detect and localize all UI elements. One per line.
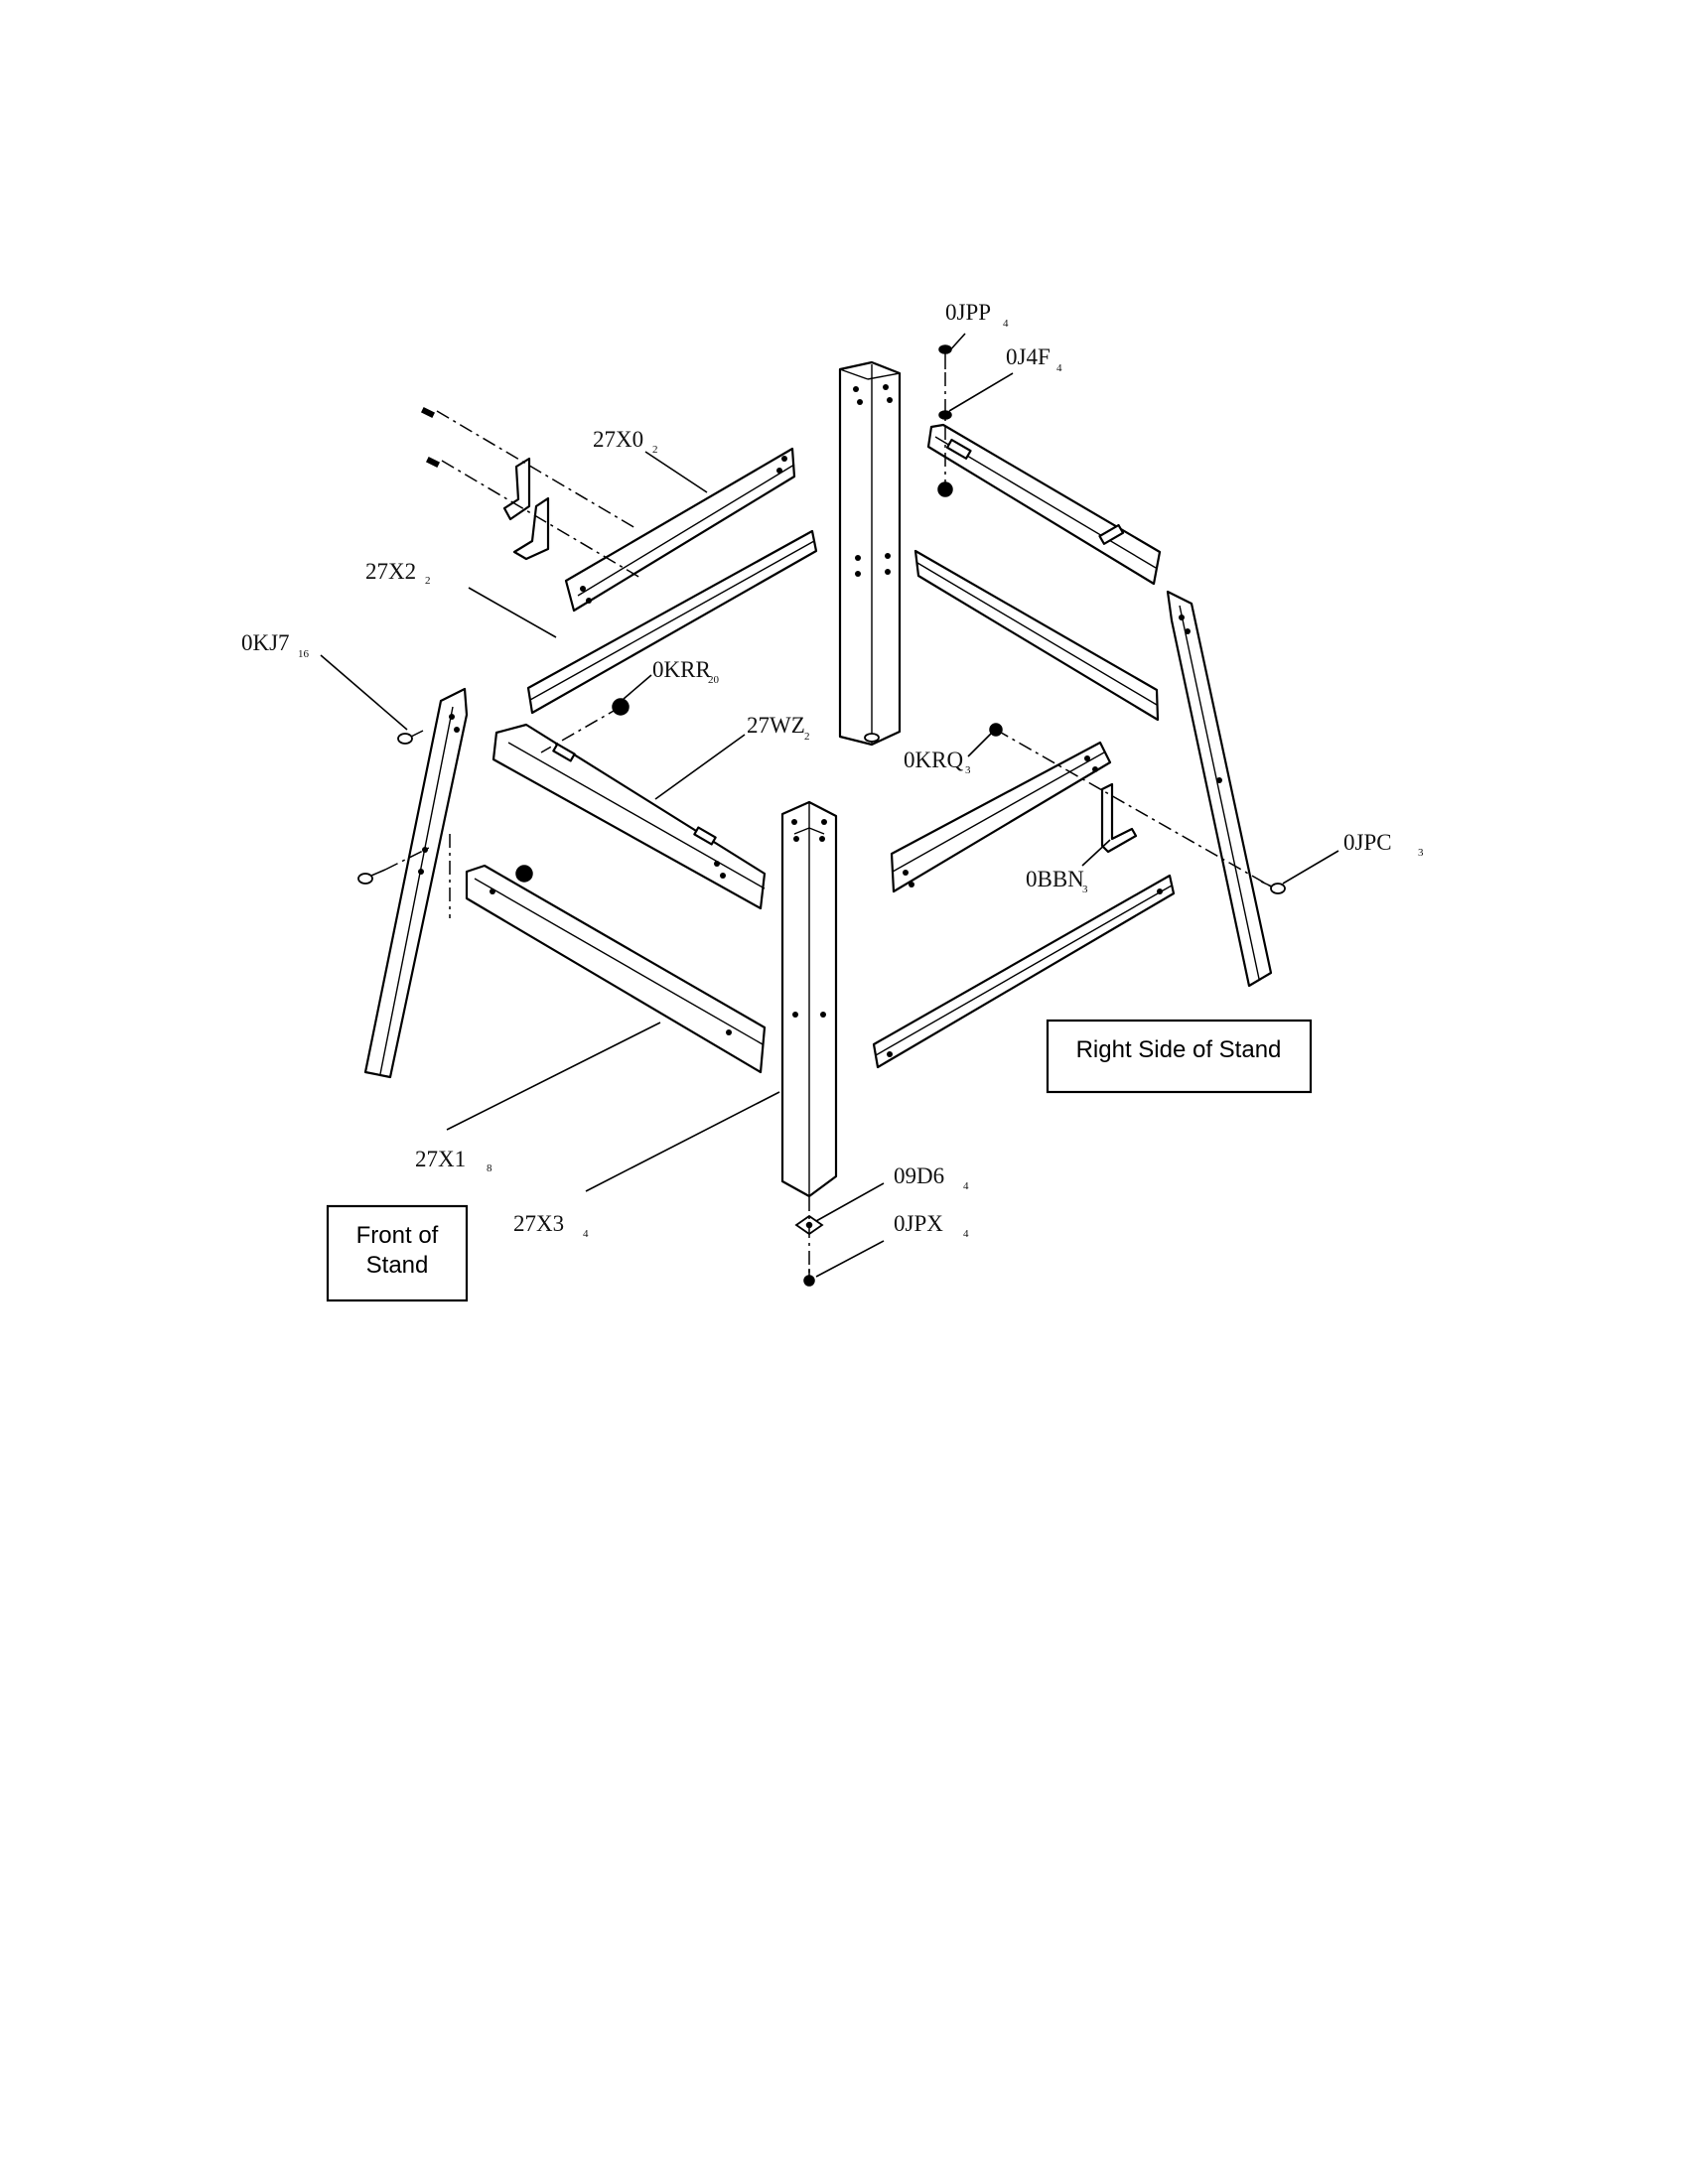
part-label-0JPP: 0JPP 4 [945,300,1009,330]
svg-text:0JPC: 0JPC [1343,830,1392,855]
rail-27WZ [491,723,767,910]
svg-text:0KRQ: 0KRQ [904,748,963,772]
rail-27X0 [564,447,796,613]
part-label-09D6: 09D6 4 [894,1163,969,1192]
svg-text:27X0: 27X0 [593,427,643,452]
svg-text:27X3: 27X3 [513,1211,564,1236]
svg-text:3: 3 [1082,884,1088,895]
svg-text:2: 2 [652,444,658,456]
rail-27X1-front [465,864,767,1074]
rear-center-leg [838,360,902,747]
svg-text:0KJ7: 0KJ7 [241,630,290,655]
svg-text:3: 3 [965,764,971,776]
part-label-27X0: 27X0 2 [593,427,658,456]
svg-text:16: 16 [298,648,310,660]
svg-text:0BBN: 0BBN [1026,867,1084,891]
svg-text:4: 4 [583,1228,589,1240]
part-label-27X1: 27X1 8 [415,1147,492,1174]
svg-text:0JPP: 0JPP [945,300,991,325]
rail-right-top [926,423,1162,586]
svg-text:4: 4 [963,1228,969,1240]
part-label-27X3: 27X3 4 [513,1211,589,1240]
svg-text:27WZ: 27WZ [747,713,805,738]
part-label-27X2: 27X2 2 [365,559,431,587]
svg-text:20: 20 [708,674,720,686]
right-side-of-stand-box: Right Side of Stand [1046,1019,1313,1094]
part-label-0JPC: 0JPC 3 [1343,830,1424,859]
svg-text:0KRR: 0KRR [652,657,711,682]
leader-lines [320,333,1339,1278]
rail-right-upper-side [890,741,1112,893]
svg-text:2: 2 [425,575,431,587]
part-label-0KRQ: 0KRQ 3 [904,748,971,776]
rail-right-lower-side [872,874,1176,1069]
svg-text:0JPX: 0JPX [894,1211,943,1236]
part-label-27WZ: 27WZ 2 [747,713,810,743]
svg-text:0J4F: 0J4F [1006,344,1051,369]
left-leg [363,687,469,1079]
svg-text:8: 8 [487,1162,492,1174]
svg-text:27X2: 27X2 [365,559,416,584]
assembly-centerlines [384,372,1272,1281]
svg-text:3: 3 [1418,847,1424,859]
front-of-stand-box: Front of Stand [326,1204,469,1302]
part-label-0KRR: 0KRR 20 [652,657,720,686]
part-label-0J4F: 0J4F 4 [1006,344,1062,374]
hardware [357,344,1286,1287]
rail-right-mid [913,549,1160,722]
svg-text:Right Side of Stand: Right Side of Stand [1076,1036,1282,1063]
svg-text:4: 4 [1003,318,1009,330]
svg-text:09D6: 09D6 [894,1163,944,1188]
svg-text:2: 2 [804,731,810,743]
svg-text:Front of: Front of [356,1222,439,1249]
part-label-0BBN: 0BBN 3 [1026,867,1088,895]
front-corner-leg [780,800,838,1198]
rail-27X2 [526,529,818,715]
svg-text:4: 4 [963,1180,969,1192]
bracket-upper-left [502,457,550,561]
part-label-0JPX: 0JPX 4 [894,1211,969,1240]
svg-text:4: 4 [1056,362,1062,374]
svg-text:27X1: 27X1 [415,1147,466,1171]
part-label-0KJ7: 0KJ7 16 [241,630,310,660]
svg-text:Stand: Stand [366,1252,429,1279]
right-leg [1166,590,1273,988]
